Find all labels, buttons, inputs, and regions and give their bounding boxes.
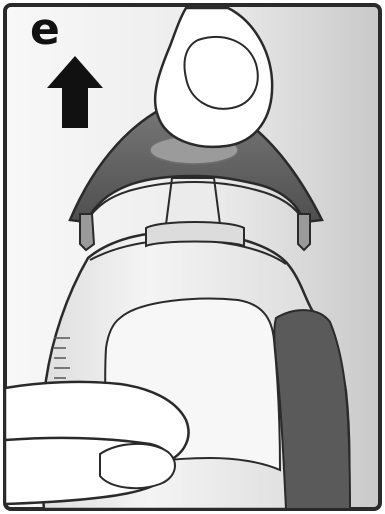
cap-clip-left: [80, 214, 94, 250]
thumbnail: [100, 444, 175, 488]
stem-collar: [146, 222, 244, 246]
step-letter: e: [30, 8, 60, 52]
cap-clip-right: [298, 214, 310, 250]
fingernail: [185, 37, 258, 109]
